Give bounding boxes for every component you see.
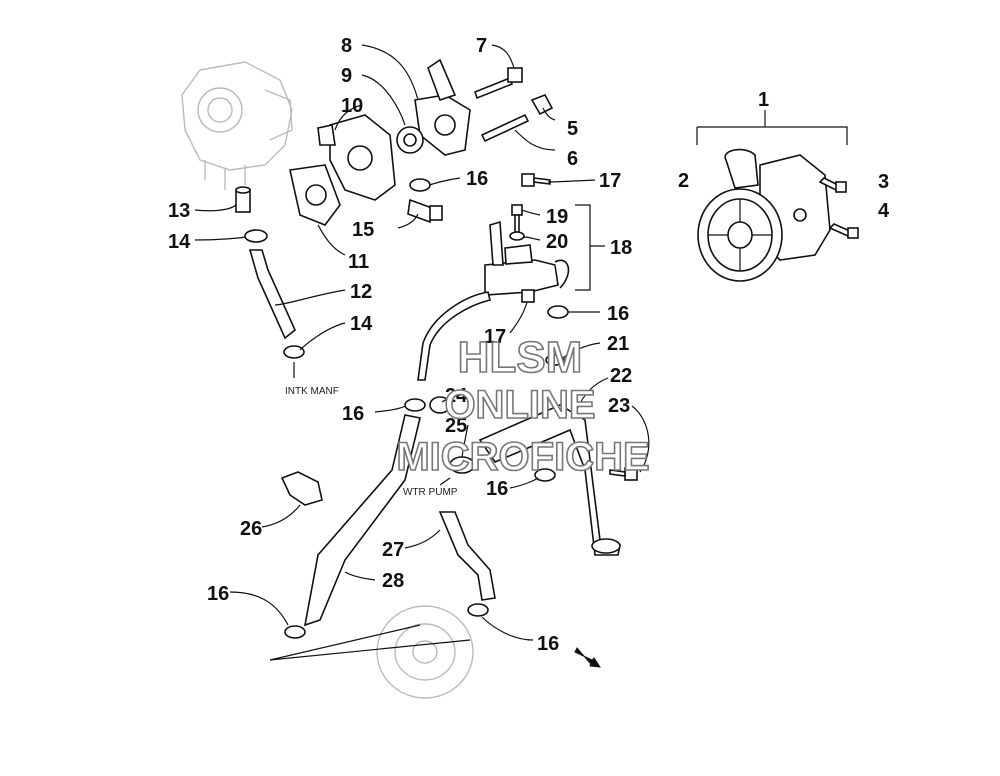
callout-14-lower[interactable]: 14	[350, 313, 373, 335]
callout-2[interactable]: 2	[678, 170, 689, 192]
leader-lines	[194, 44, 650, 661]
callout-21[interactable]: 21	[607, 333, 629, 355]
note-intake-manifold: INTK MANF	[285, 386, 339, 397]
fitting-13[interactable]	[235, 186, 251, 213]
bolt-23[interactable]	[609, 467, 638, 481]
callout-24[interactable]: 24	[445, 385, 468, 407]
clamp-16-f[interactable]	[467, 603, 489, 617]
direction-arrow-icon	[574, 647, 602, 668]
sensor-15[interactable]	[407, 198, 443, 224]
callout-4[interactable]: 4	[878, 200, 890, 222]
note-water-pump: WTR PUMP	[403, 487, 458, 498]
callout-3[interactable]: 3	[878, 171, 889, 193]
hose-12[interactable]	[248, 249, 296, 340]
bolt-3[interactable]	[818, 177, 847, 193]
callout-16-f[interactable]: 16	[537, 633, 559, 655]
callout-20[interactable]: 20	[546, 231, 568, 253]
bolt-17-top[interactable]	[521, 173, 551, 187]
callout-9[interactable]: 9	[341, 65, 352, 87]
callout-19[interactable]: 19	[546, 206, 568, 228]
callout-11[interactable]: 11	[348, 251, 369, 273]
clamp-16-e[interactable]	[284, 625, 306, 639]
clip-26[interactable]	[280, 471, 323, 506]
callout-26[interactable]: 26	[240, 518, 262, 540]
watermark-line-2: ONLINE	[444, 383, 595, 427]
clamp-16-d[interactable]	[534, 468, 556, 482]
callout-8[interactable]: 8	[341, 35, 352, 57]
pipe-22[interactable]	[478, 404, 621, 556]
callout-16-b[interactable]: 16	[607, 303, 629, 325]
clamp-16-a[interactable]	[409, 178, 431, 192]
stud-6[interactable]	[480, 113, 530, 143]
watermark-line-1: HLSM	[458, 333, 583, 382]
oring-21[interactable]	[545, 354, 565, 366]
callout-16-e[interactable]: 16	[207, 583, 229, 605]
callout-10[interactable]: 10	[341, 95, 363, 117]
callout-16-a[interactable]: 16	[466, 168, 488, 190]
hose-27[interactable]	[438, 511, 496, 601]
hose-28[interactable]	[303, 414, 421, 627]
callout-16-d[interactable]: 16	[486, 478, 508, 500]
gasket-11[interactable]	[289, 164, 341, 226]
callout-15[interactable]: 15	[352, 219, 374, 241]
callout-18[interactable]: 18	[610, 237, 632, 259]
callout-17-lower[interactable]: 17	[484, 326, 506, 348]
housing-10[interactable]	[317, 114, 396, 201]
bolt-19[interactable]	[511, 204, 523, 233]
clamp-14-upper[interactable]	[244, 229, 268, 243]
clamp-14-lower[interactable]	[283, 345, 305, 359]
clamp-16-c[interactable]	[404, 398, 426, 412]
bolt-17-lower[interactable]	[521, 289, 535, 303]
watermark-line-3: MICROFICHE	[396, 435, 649, 479]
callout-25[interactable]: 25	[445, 415, 467, 437]
bolt-7[interactable]	[474, 67, 523, 100]
callout-23[interactable]: 23	[608, 395, 630, 417]
nut-5[interactable]	[530, 94, 554, 116]
callout-16-c[interactable]: 16	[342, 403, 364, 425]
thermostat-9[interactable]	[396, 126, 424, 154]
clamp-16-b[interactable]	[547, 305, 569, 319]
throttle-body-ghost	[181, 61, 293, 190]
callout-17-top[interactable]: 17	[599, 170, 621, 192]
callout-13[interactable]: 13	[168, 200, 190, 222]
hose-center[interactable]	[417, 291, 491, 381]
callout-6[interactable]: 6	[567, 148, 578, 170]
callout-5[interactable]: 5	[567, 118, 578, 140]
callout-1[interactable]: 1	[758, 89, 769, 111]
callout-14-upper[interactable]: 14	[168, 231, 191, 253]
washer-20[interactable]	[509, 231, 525, 241]
callout-27[interactable]: 27	[382, 539, 404, 561]
callout-7[interactable]: 7	[476, 35, 487, 57]
bypass-pipe-18[interactable]	[484, 220, 570, 296]
callout-12[interactable]: 12	[350, 281, 372, 303]
water-pump-assembly[interactable]	[696, 110, 848, 282]
bolt-4[interactable]	[828, 223, 859, 239]
callout-22[interactable]: 22	[610, 365, 632, 387]
pulley-ghost	[376, 605, 474, 699]
callout-28[interactable]: 28	[382, 570, 404, 592]
